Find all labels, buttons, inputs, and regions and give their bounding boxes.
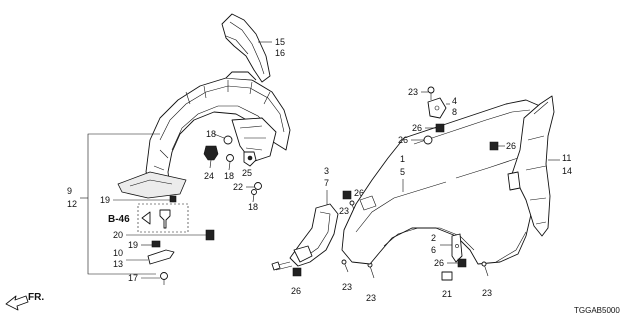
- callout-26-e: 26: [434, 258, 444, 268]
- callout-12: 12: [67, 199, 77, 209]
- callout-19-lower: 19: [128, 240, 138, 250]
- clip-26-top: [435, 123, 445, 133]
- callout-5: 5: [400, 167, 405, 177]
- callout-15: 15: [275, 37, 285, 47]
- clip-18-a: [223, 135, 233, 145]
- callout-18-c: 18: [248, 202, 258, 212]
- reference-b46: B-46: [108, 214, 130, 225]
- callout-23-e: 23: [482, 288, 492, 298]
- callout-26-f: 26: [506, 141, 516, 151]
- screw-23-bracket: [349, 200, 357, 217]
- callout-18-a: 18: [206, 129, 216, 139]
- fender-bracket: [271, 203, 339, 271]
- callout-7: 7: [324, 178, 329, 188]
- clip-26-mid: [423, 135, 433, 145]
- clip-22: [254, 182, 262, 190]
- screw-23-top: [427, 86, 435, 100]
- screw-23-bottom-b: [367, 262, 375, 279]
- callout-2: 2: [431, 233, 436, 243]
- clip-20: [205, 229, 215, 241]
- clip-18-b: [226, 154, 234, 162]
- front-arrow-label: FR.: [28, 292, 44, 303]
- front-direction-arrow: [5, 295, 29, 311]
- callout-11: 11: [562, 153, 571, 163]
- callout-26-a: 26: [354, 188, 364, 198]
- callout-14: 14: [562, 166, 572, 176]
- diagram-code: TGGAB5000: [574, 306, 620, 315]
- clip-26-lower: [457, 258, 467, 268]
- callout-23-d: 23: [408, 87, 418, 97]
- b46-reference-box: B-46: [108, 203, 189, 233]
- callout-26-b: 26: [291, 286, 301, 296]
- clip-24: [203, 145, 219, 161]
- screw-17: [160, 272, 168, 285]
- callout-1: 1: [400, 154, 405, 164]
- clip-19-upper: [169, 195, 177, 203]
- callout-21: 21: [442, 289, 452, 299]
- callout-25: 25: [242, 168, 252, 178]
- callout-16: 16: [275, 48, 285, 58]
- callout-17: 17: [128, 273, 138, 283]
- callout-18-b: 18: [224, 171, 234, 181]
- callout-8: 8: [452, 107, 457, 117]
- callout-13: 13: [113, 259, 123, 269]
- screw-23-bottom-a: [341, 259, 349, 273]
- clip-25: [243, 151, 257, 167]
- bracket-4-8: [427, 97, 447, 119]
- front-fender: [341, 99, 545, 265]
- callout-24-a: 24: [204, 171, 214, 181]
- callout-23-c: 23: [366, 293, 376, 303]
- callout-10: 10: [113, 248, 123, 258]
- callout-3: 3: [324, 166, 329, 176]
- callout-23-a: 23: [339, 206, 349, 216]
- screw-23-right: [481, 261, 489, 277]
- callout-19-upper: 19: [100, 195, 110, 205]
- clip-19-lower: [151, 240, 161, 248]
- callout-20: 20: [113, 230, 123, 240]
- callout-26-c: 26: [412, 123, 422, 133]
- upper-splash-guard: [221, 13, 271, 83]
- clip-26-bracket-top: [342, 190, 352, 200]
- callout-4: 4: [452, 96, 457, 106]
- clip-18-c: [251, 189, 257, 195]
- callout-23-b: 23: [342, 282, 352, 292]
- callout-9: 9: [67, 186, 72, 196]
- strip-10-13: [147, 249, 175, 265]
- fender-seal: [507, 95, 555, 237]
- callout-26-d: 26: [398, 135, 408, 145]
- clip-21: [441, 271, 453, 281]
- callout-6: 6: [431, 245, 436, 255]
- callout-22: 22: [233, 182, 243, 192]
- bracket-2-6: [451, 233, 463, 263]
- clip-26-bracket-bottom: [292, 267, 302, 277]
- fender-liner: [117, 71, 291, 199]
- clip-26-right: [489, 141, 499, 151]
